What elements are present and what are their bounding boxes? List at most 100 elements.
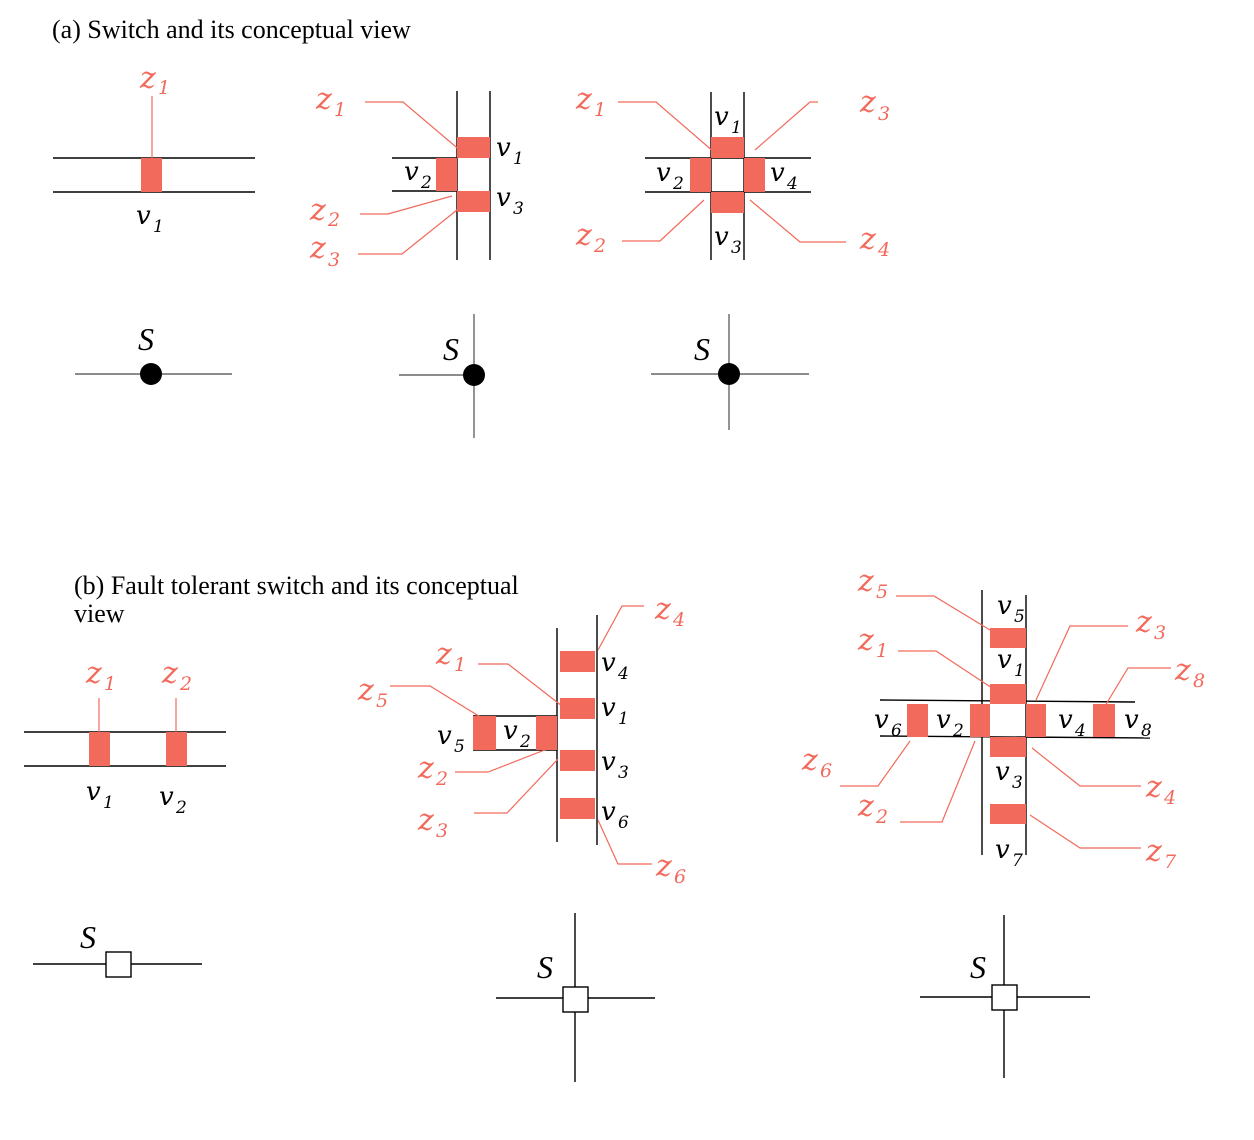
svg-text:z: z bbox=[85, 656, 102, 691]
svg-text:4: 4 bbox=[1074, 721, 1086, 741]
switch-v2-box bbox=[166, 732, 187, 766]
svg-text:6: 6 bbox=[891, 721, 902, 741]
svg-text:4: 4 bbox=[877, 239, 890, 261]
svg-text:v: v bbox=[995, 835, 1010, 865]
svg-text:v: v bbox=[1124, 705, 1139, 735]
panel-b-caption-line2: view bbox=[74, 599, 125, 628]
switch-v2-box bbox=[690, 158, 711, 192]
svg-text:7: 7 bbox=[1012, 851, 1023, 871]
svg-text:v: v bbox=[874, 705, 889, 735]
svg-text:z: z bbox=[857, 789, 874, 824]
svg-text:5: 5 bbox=[1014, 607, 1025, 627]
svg-text:2: 2 bbox=[179, 673, 192, 695]
switch-v4-box bbox=[1026, 704, 1046, 737]
svg-text:z: z bbox=[161, 656, 178, 691]
svg-text:1: 1 bbox=[104, 673, 116, 695]
svg-text:z: z bbox=[654, 592, 671, 627]
svg-text:1: 1 bbox=[513, 149, 524, 169]
switch-v6-box bbox=[907, 704, 928, 737]
panel-a-symbol-1: S bbox=[75, 321, 232, 385]
svg-text:6: 6 bbox=[820, 760, 832, 782]
svg-text:v: v bbox=[496, 183, 511, 213]
svg-text:z: z bbox=[857, 564, 874, 599]
switch-v1-box bbox=[990, 684, 1026, 704]
switch-v4-box bbox=[560, 651, 595, 672]
svg-text:3: 3 bbox=[618, 763, 629, 783]
svg-text:z: z bbox=[1135, 605, 1152, 640]
svg-text:2: 2 bbox=[593, 235, 606, 257]
svg-text:z: z bbox=[309, 193, 326, 228]
switch-v1-box bbox=[89, 732, 110, 766]
svg-text:v: v bbox=[496, 133, 511, 163]
svg-text:v: v bbox=[136, 201, 151, 231]
symbol-label-s: S bbox=[970, 949, 986, 985]
svg-text:6: 6 bbox=[618, 813, 629, 833]
switch-v6-box bbox=[560, 798, 595, 819]
panel-b-symbol-3: S bbox=[920, 915, 1090, 1078]
panel-a-caption: (a) Switch and its conceptual view bbox=[52, 15, 411, 44]
switch-v2-box bbox=[436, 158, 457, 191]
switch-v3-box bbox=[990, 737, 1026, 757]
svg-text:z: z bbox=[575, 82, 592, 117]
svg-text:8: 8 bbox=[1193, 670, 1205, 692]
svg-text:z: z bbox=[315, 82, 332, 117]
svg-text:v: v bbox=[714, 222, 729, 252]
svg-text:2: 2 bbox=[327, 209, 340, 231]
svg-text:8: 8 bbox=[1141, 721, 1152, 741]
svg-text:z: z bbox=[801, 743, 818, 778]
svg-text:v: v bbox=[601, 648, 616, 678]
panel-b-symbol-1: S bbox=[33, 919, 202, 978]
svg-text:3: 3 bbox=[328, 249, 340, 271]
svg-text:2: 2 bbox=[875, 806, 888, 828]
svg-text:z: z bbox=[859, 85, 876, 120]
svg-text:z: z bbox=[1145, 770, 1162, 805]
svg-text:5: 5 bbox=[876, 581, 888, 603]
svg-text:z: z bbox=[309, 231, 326, 266]
switch-node-square bbox=[562, 986, 589, 1013]
svg-text:1: 1 bbox=[1014, 661, 1025, 681]
svg-text:v: v bbox=[656, 158, 671, 188]
svg-text:z: z bbox=[417, 803, 434, 838]
svg-text:1: 1 bbox=[103, 793, 114, 813]
panel-b-caption-line1: (b) Fault tolerant switch and its concep… bbox=[74, 571, 519, 600]
switch-v4-box bbox=[744, 158, 765, 192]
svg-text:v: v bbox=[601, 693, 616, 723]
svg-text:z: z bbox=[357, 673, 374, 708]
svg-text:2: 2 bbox=[175, 798, 187, 818]
svg-text:1: 1 bbox=[876, 640, 888, 662]
svg-text:4: 4 bbox=[1163, 787, 1176, 809]
svg-text:z: z bbox=[655, 849, 672, 884]
svg-text:z: z bbox=[139, 61, 156, 96]
svg-text:1: 1 bbox=[618, 709, 629, 729]
symbol-label-s: S bbox=[138, 321, 154, 357]
svg-text:v: v bbox=[159, 782, 174, 812]
svg-text:v: v bbox=[997, 591, 1012, 621]
symbol-label-s: S bbox=[694, 331, 710, 367]
switch-v1-box bbox=[711, 137, 744, 158]
switch-v7-box bbox=[990, 804, 1026, 824]
